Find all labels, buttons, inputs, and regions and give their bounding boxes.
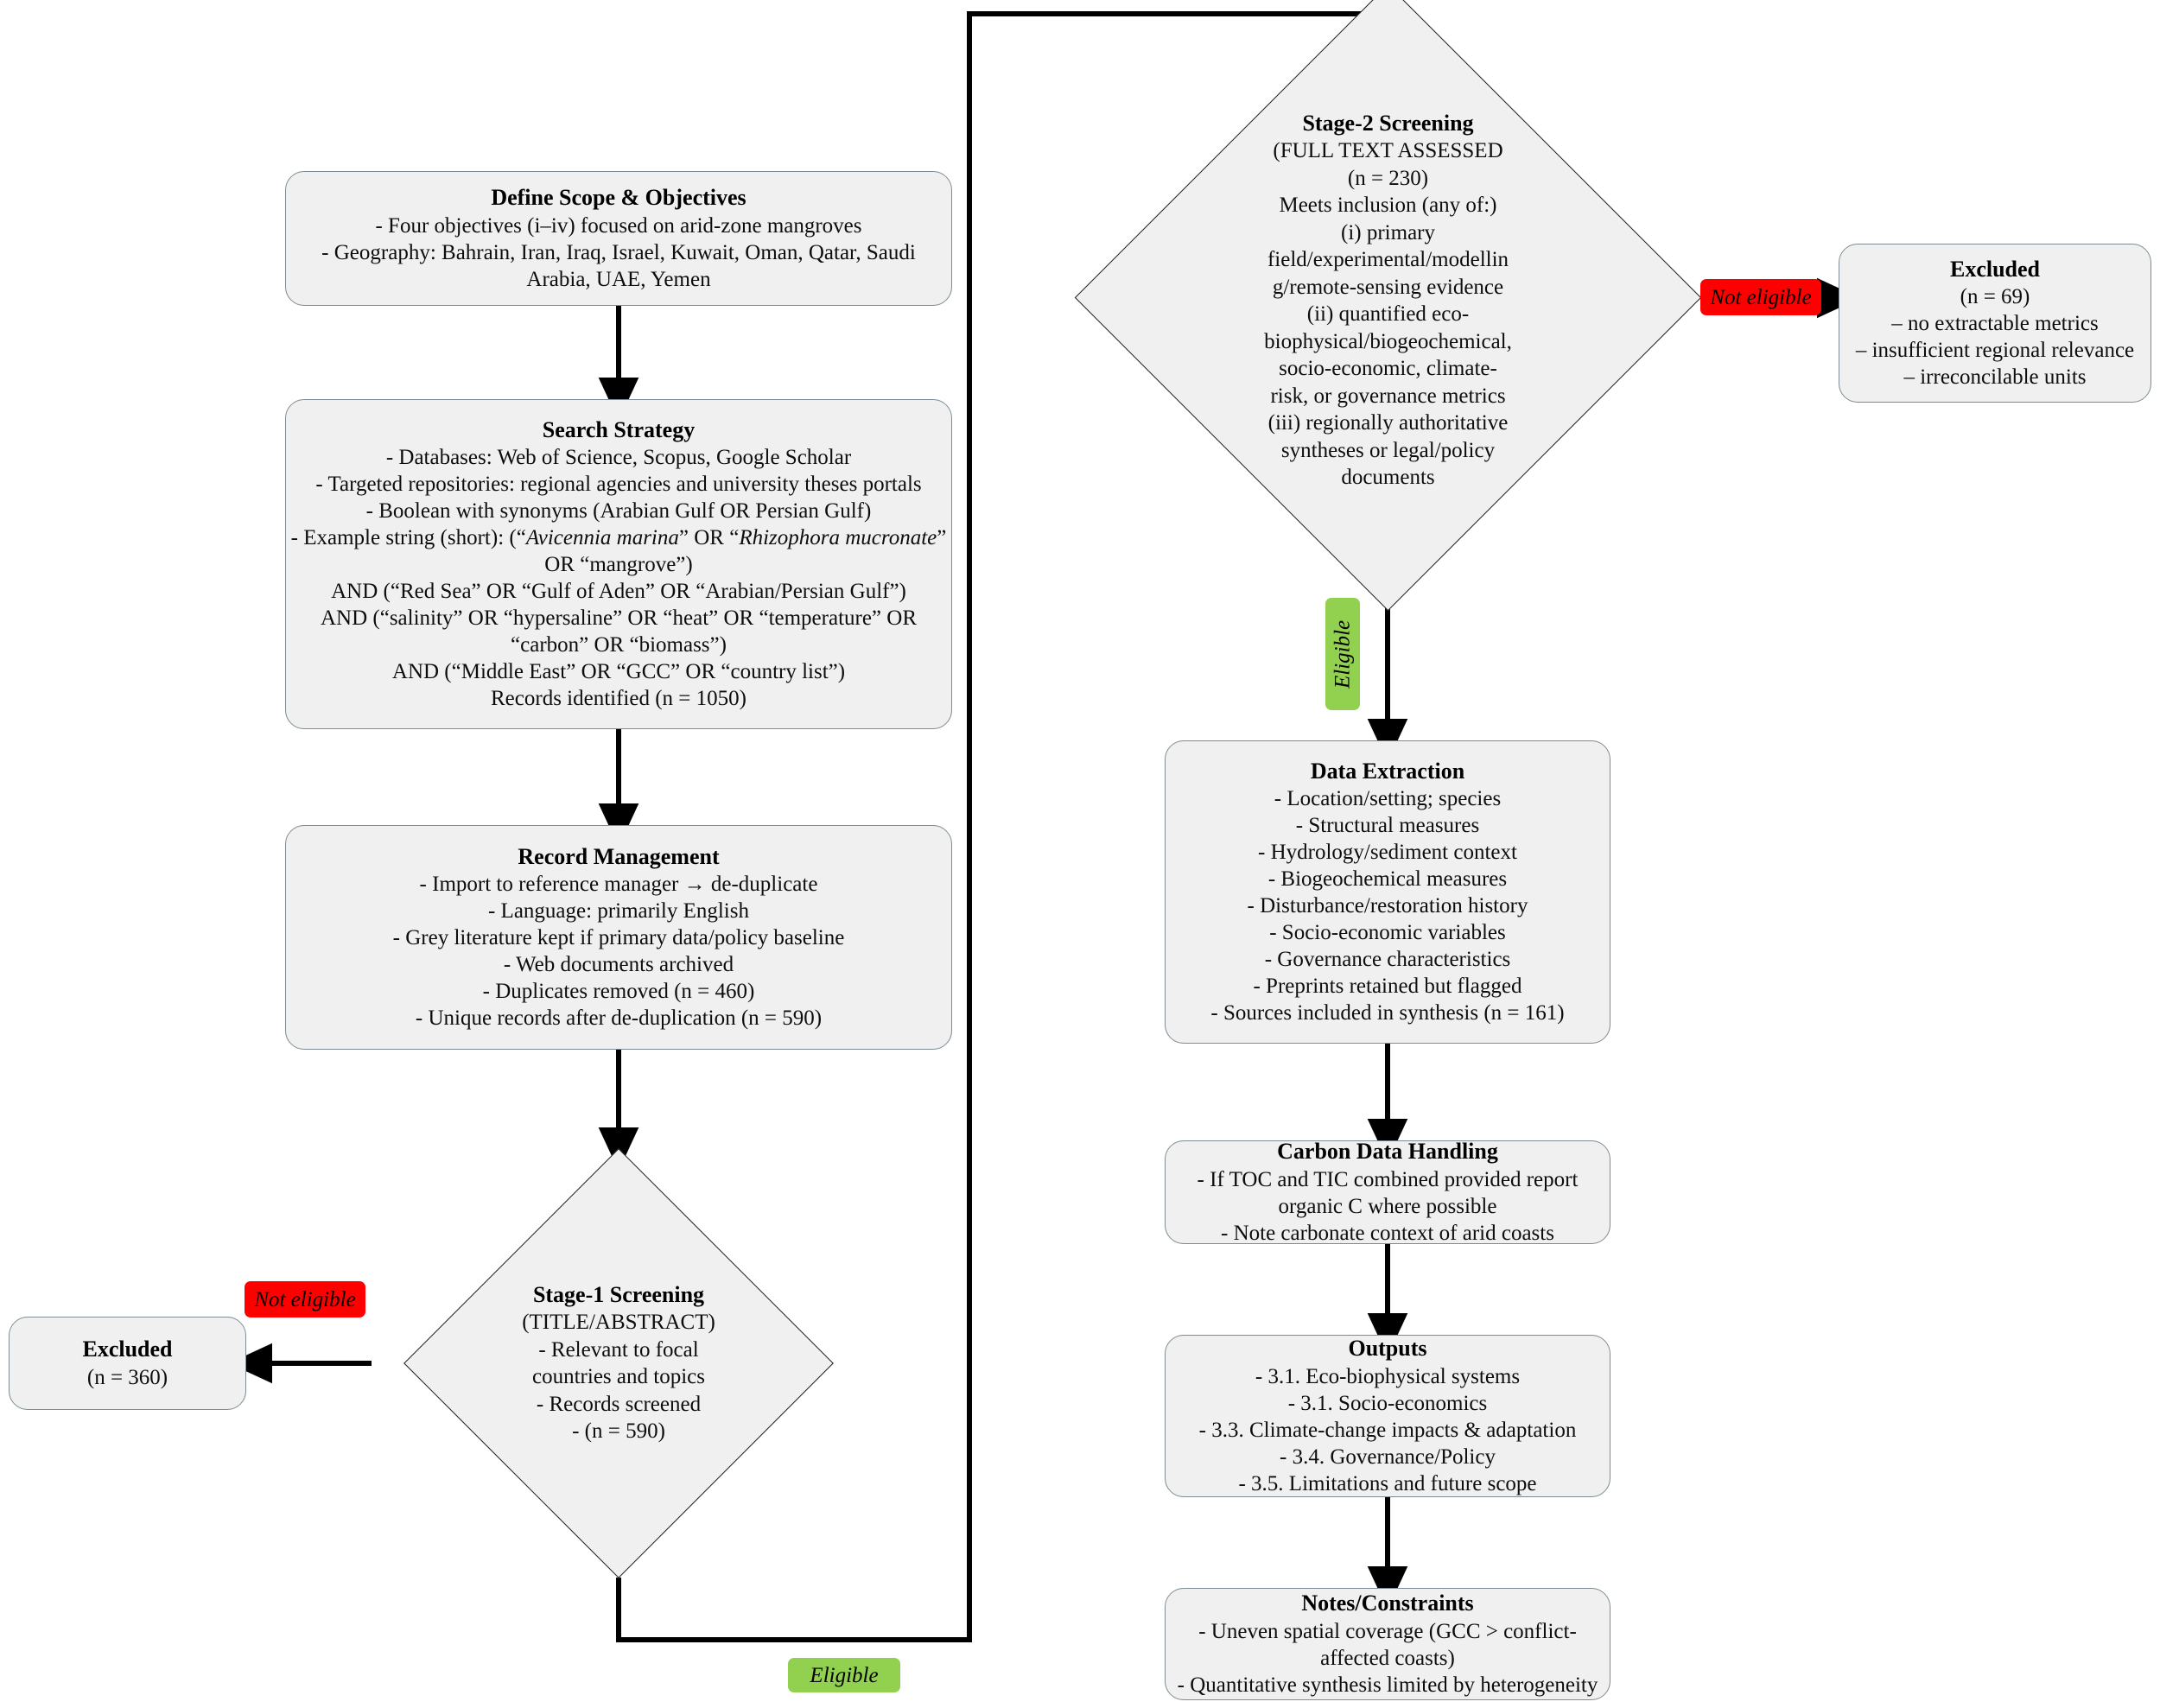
node-stage2-line: (iii) regionally authoritative	[1267, 411, 1509, 435]
label-stage2-eligible: Eligible	[1325, 598, 1360, 710]
node-notes-constraints[interactable]: Notes/Constraints - Uneven spatial cover…	[1165, 1588, 1610, 1700]
node-outputs-line: - 3.5. Limitations and future scope	[1238, 1471, 1537, 1495]
node-search-strategy-title: Search Strategy	[542, 416, 696, 442]
node-notes-title: Notes/Constraints	[1301, 1591, 1474, 1616]
node-stage2-line: (ii) quantified eco-	[1306, 302, 1470, 327]
node-search-strategy-line: - Boolean with synonyms (Arabian Gulf OR…	[365, 499, 872, 524]
node-data-extraction-line: - Governance characteristics	[1264, 948, 1511, 972]
node-stage2-line: field/experimental/modellin	[1267, 248, 1509, 272]
node-search-strategy[interactable]: Search Strategy - Databases: Web of Scie…	[285, 399, 952, 729]
label-text: Eligible	[810, 1663, 879, 1687]
node-stage1-line: (TITLE/ABSTRACT)	[522, 1311, 715, 1335]
node-outputs-title: Outputs	[1348, 1336, 1427, 1362]
node-search-strategy-line: “carbon” OR “biomass”)	[511, 633, 727, 657]
node-excluded-stage2-line: – irreconcilable units	[1903, 365, 2087, 390]
node-stage2-line: g/remote-sensing evidence	[1272, 275, 1504, 299]
node-stage2-line: (i) primary	[1341, 220, 1435, 244]
node-stage2-line: documents	[1341, 466, 1435, 490]
node-carbon-line: - If TOC and TIC combined provided repor…	[1197, 1167, 1579, 1191]
node-data-extraction-line: - Disturbance/restoration history	[1247, 894, 1528, 918]
node-excluded-stage1[interactable]: Excluded (n = 360)	[9, 1317, 246, 1410]
node-stage2-line: socio-economic, climate-	[1279, 357, 1497, 381]
label-stage1-not-eligible: Not eligible	[245, 1281, 365, 1318]
node-stage2-line: syntheses or legal/policy	[1280, 438, 1496, 462]
node-search-strategy-line: - Databases: Web of Science, Scopus, Goo…	[385, 446, 852, 470]
node-define-scope-line: - Four objectives (i–iv) focused on arid…	[375, 213, 862, 238]
node-search-strategy-line: AND (“salinity” OR “hypersaline” OR “hea…	[320, 606, 918, 631]
node-carbon-line: - Note carbonate context of arid coasts	[1221, 1221, 1554, 1245]
node-carbon-data-handling[interactable]: Carbon Data Handling - If TOC and TIC co…	[1165, 1139, 1610, 1245]
node-stage2-line: risk, or governance metrics	[1270, 384, 1506, 408]
node-record-management-line: - Language: primarily English	[487, 899, 749, 924]
node-data-extraction-line: - Biogeochemical measures	[1267, 867, 1508, 892]
node-stage2-title: Stage-2 Screening	[1302, 111, 1474, 137]
node-record-management-line: - Web documents archived	[503, 953, 734, 977]
node-data-extraction-line: - Preprints retained but flagged	[1253, 975, 1522, 999]
node-outputs-line: - 3.1. Socio-economics	[1287, 1391, 1488, 1415]
node-stage2-line: biophysical/biogeochemical,	[1264, 329, 1512, 353]
node-notes-line: - Quantitative synthesis limited by hete…	[1177, 1673, 1598, 1697]
node-data-extraction-line: - Location/setting; species	[1274, 787, 1502, 811]
label-text: Eligible	[1331, 619, 1355, 689]
node-record-management-line: - Unique records after de-duplication (n…	[415, 1006, 823, 1031]
node-record-management-line: - Duplicates removed (n = 460)	[482, 980, 755, 1004]
node-search-strategy-line: OR “mangrove”)	[544, 553, 693, 577]
node-outputs-line: - 3.3. Climate-change impacts & adaptati…	[1198, 1418, 1577, 1442]
node-define-scope[interactable]: Define Scope & Objectives - Four objecti…	[285, 171, 952, 306]
node-stage2-screening[interactable]: Stage-2 Screening (FULL TEXT ASSESSED (n…	[1074, 0, 1702, 612]
label-stage1-eligible: Eligible	[788, 1658, 900, 1692]
node-data-extraction-line: - Structural measures	[1295, 814, 1480, 838]
node-data-extraction-title: Data Extraction	[1310, 758, 1465, 784]
node-define-scope-title: Define Scope & Objectives	[491, 185, 746, 211]
node-data-extraction-line: - Sources included in synthesis (n = 161…	[1210, 1001, 1565, 1025]
label-text: Not eligible	[254, 1287, 356, 1311]
node-data-extraction-line: - Socio-economic variables	[1269, 921, 1506, 945]
node-search-strategy-line: Records identified (n = 1050)	[491, 687, 746, 711]
node-search-strategy-line: AND (“Middle East” OR “GCC” OR “country …	[391, 660, 846, 684]
node-stage1-line: countries and topics	[532, 1365, 705, 1389]
node-define-scope-line: Arabia, UAE, Yemen	[526, 267, 711, 291]
label-stage2-not-eligible: Not eligible	[1700, 279, 1821, 315]
node-search-strategy-line: AND (“Red Sea” OR “Gulf of Aden” OR “Ara…	[331, 580, 906, 604]
node-data-extraction-line: - Hydrology/sediment context	[1258, 841, 1517, 865]
node-excluded-stage2-line: – no extractable metrics	[1891, 312, 2099, 336]
node-search-strategy-line: - Targeted repositories: regional agenci…	[315, 473, 922, 497]
node-excluded-stage2-line: – insufficient regional relevance	[1855, 339, 2135, 363]
node-record-management-title: Record Management	[518, 843, 720, 869]
node-search-strategy-line: - Example string (short): (“Avicennia ma…	[290, 526, 947, 550]
node-stage2-line: (FULL TEXT ASSESSED	[1273, 139, 1503, 163]
node-excluded-stage2[interactable]: Excluded (n = 69) – no extractable metri…	[1839, 244, 2151, 403]
node-stage2-line: (n = 230)	[1347, 166, 1429, 190]
node-notes-line: - Uneven spatial coverage (GCC > conflic…	[1198, 1619, 1577, 1643]
node-stage1-line: - (n = 590)	[572, 1419, 665, 1444]
node-excluded-stage2-line: (n = 69)	[1960, 285, 2030, 309]
node-stage1-line: - Records screened	[536, 1392, 702, 1416]
node-stage2-line: Meets inclusion (any of:)	[1279, 194, 1497, 218]
node-define-scope-line: - Geography: Bahrain, Iran, Iraq, Israel…	[321, 240, 916, 264]
node-excluded-stage1-title: Excluded	[82, 1337, 173, 1362]
node-carbon-title: Carbon Data Handling	[1277, 1139, 1498, 1165]
node-data-extraction[interactable]: Data Extraction - Location/setting; spec…	[1165, 740, 1610, 1044]
label-text: Not eligible	[1710, 285, 1812, 309]
node-stage1-title: Stage-1 Screening	[532, 1282, 705, 1308]
node-stage1-screening[interactable]: Stage-1 Screening (TITLE/ABSTRACT) - Rel…	[403, 1148, 834, 1578]
node-outputs-line: - 3.1. Eco-biophysical systems	[1255, 1364, 1521, 1388]
node-stage1-line: - Relevant to focal	[538, 1337, 699, 1362]
node-outputs-line: - 3.4. Governance/Policy	[1280, 1444, 1496, 1469]
node-notes-line: affected coasts)	[1320, 1646, 1455, 1670]
node-carbon-line: organic C where possible	[1278, 1194, 1497, 1218]
node-excluded-stage1-line: (n = 360)	[86, 1365, 168, 1389]
node-record-management[interactable]: Record Management - Import to reference …	[285, 825, 952, 1050]
node-record-management-line: - Import to reference manager → de-dupli…	[419, 873, 818, 897]
node-outputs[interactable]: Outputs - 3.1. Eco-biophysical systems -…	[1165, 1335, 1610, 1497]
node-excluded-stage2-title: Excluded	[1949, 256, 2041, 282]
node-record-management-line: - Grey literature kept if primary data/p…	[392, 926, 845, 950]
